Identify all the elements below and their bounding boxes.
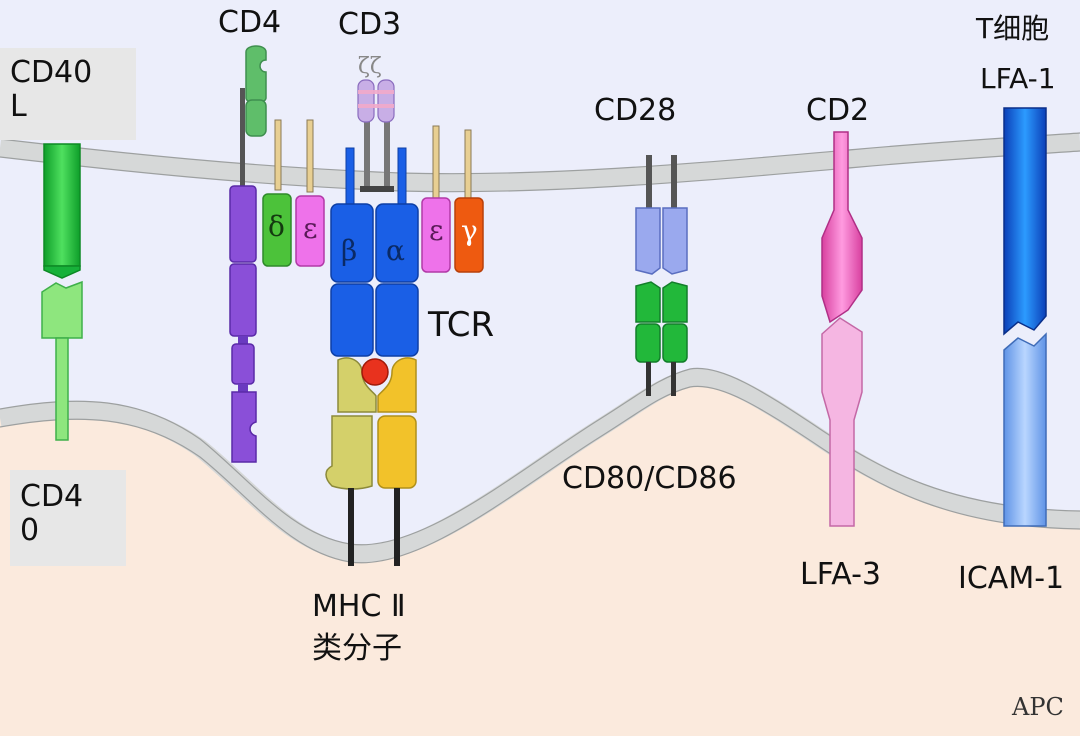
mhc-ii-label-line1: MHC Ⅱ xyxy=(312,589,406,624)
mhc-class-ii-molecule xyxy=(325,357,417,566)
t-cell-membrane xyxy=(0,133,1080,192)
cd40-molecule xyxy=(41,280,83,441)
apc-label: APC xyxy=(1012,693,1064,721)
cd2-molecule xyxy=(821,131,863,324)
cd40-label-box: CD4 0 xyxy=(10,470,126,566)
apc-region xyxy=(0,369,1080,736)
cd80-cd86-dimer xyxy=(635,281,688,396)
epsilon-right-label: ε xyxy=(429,214,444,247)
t-cell-membrane-edge xyxy=(0,150,1080,193)
zeta-label: ζζ xyxy=(358,54,382,79)
cd4-molecule xyxy=(229,45,267,463)
cd40l-molecule xyxy=(43,143,81,279)
cd3-label: CD3 xyxy=(338,7,402,42)
lfa3-label: LFA-3 xyxy=(800,557,881,592)
cd40-label-line2: 0 xyxy=(20,513,40,548)
cd40l-label-box: CD40 L xyxy=(0,48,136,140)
icam1-molecule xyxy=(1003,332,1047,527)
t-cell-membrane-edge xyxy=(0,132,1080,175)
cd3-zeta-dimer xyxy=(357,79,395,192)
cd3-epsilon-chain-right xyxy=(421,125,451,273)
alpha-label: α xyxy=(386,234,405,267)
cd3-gamma-chain xyxy=(454,129,484,273)
delta-label: δ xyxy=(268,210,285,243)
cd40l-label-line2: L xyxy=(10,89,27,124)
tcr-heterodimer xyxy=(330,147,419,357)
cd3-epsilon-chain-left xyxy=(295,119,325,267)
lfa1-label: LFA-1 xyxy=(980,62,1056,95)
cd80-cd86-label: CD80/CD86 xyxy=(562,461,737,496)
t-cell-label: T细胞 xyxy=(976,12,1050,45)
gamma-label: γ xyxy=(461,214,478,247)
icam1-label: ICAM-1 xyxy=(958,561,1065,596)
cd2-label: CD2 xyxy=(806,93,870,128)
cd28-dimer xyxy=(635,155,688,275)
lfa1-molecule xyxy=(1003,107,1047,336)
beta-label: β xyxy=(341,234,358,267)
cd3-delta-chain xyxy=(262,119,292,267)
peptide-antigen xyxy=(361,358,389,386)
epsilon-left-label: ε xyxy=(303,212,318,245)
cd40-label-line1: CD4 xyxy=(20,479,84,514)
mhc-ii-label-line2: 类分子 xyxy=(312,631,402,666)
lfa3-molecule xyxy=(821,317,863,527)
cd4-label: CD4 xyxy=(218,5,282,40)
cd28-label: CD28 xyxy=(594,93,677,128)
cd40l-label-line1: CD40 xyxy=(10,55,93,90)
tcr-label: TCR xyxy=(428,305,495,345)
